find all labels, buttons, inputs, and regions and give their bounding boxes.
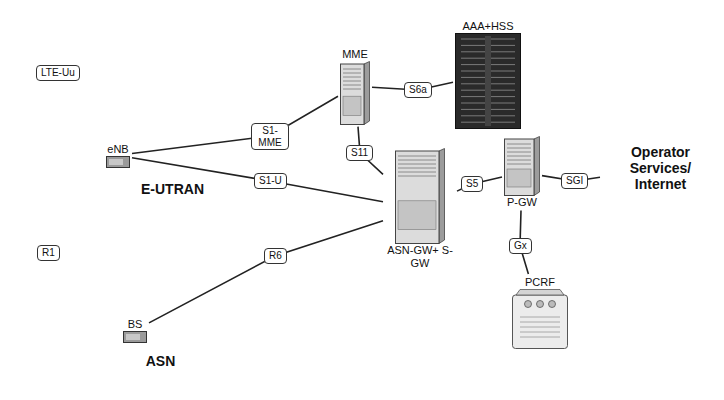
cloud-outline bbox=[78, 100, 253, 218]
node-label: AAA+HSS bbox=[462, 20, 513, 33]
cloud-outline bbox=[81, 104, 247, 213]
interface-label: R6 bbox=[264, 248, 287, 264]
srv-icon bbox=[340, 61, 370, 125]
interface-label: S1-U bbox=[254, 173, 287, 189]
interface-label: SGI bbox=[561, 173, 588, 189]
node-label: Operator Services/ Internet bbox=[619, 144, 703, 192]
node-label: BS bbox=[128, 318, 143, 331]
cloud-region: Operator Services/ Internet bbox=[600, 116, 721, 220]
cloud-outline bbox=[84, 288, 236, 376]
pcrf-icon bbox=[512, 289, 568, 349]
interface-label: S11 bbox=[346, 145, 373, 161]
policy-server: PCRF bbox=[510, 274, 570, 351]
laptop-icon bbox=[8, 140, 56, 175]
interface-link bbox=[132, 158, 383, 202]
node-label: ASN bbox=[146, 353, 176, 369]
cloud-outline bbox=[605, 120, 716, 217]
laptop-icon bbox=[8, 334, 56, 369]
base-station: eNB bbox=[104, 141, 132, 170]
interface-label: S1- MME bbox=[251, 123, 289, 150]
node-label: P-GW bbox=[507, 196, 537, 209]
node-label: eNB bbox=[107, 143, 128, 156]
server-rack: AAA+HSS bbox=[453, 18, 523, 131]
bts-icon bbox=[123, 331, 147, 343]
cloud-region: ASN BS bbox=[78, 285, 243, 380]
node-label: MME bbox=[342, 48, 368, 61]
interface-label: S5 bbox=[461, 176, 483, 192]
interface-label: Gx bbox=[509, 238, 532, 254]
interface-label: R1 bbox=[37, 245, 60, 261]
cloud-region: E-UTRAN eNB bbox=[78, 100, 253, 218]
node-label: E-UTRAN bbox=[141, 181, 204, 197]
node-label: PCRF bbox=[525, 276, 555, 289]
antenna-mast bbox=[132, 224, 138, 313]
core-network-cloud bbox=[301, 17, 602, 385]
antenna-mast bbox=[115, 38, 121, 136]
node-label: ASN-GW+ S-GW bbox=[385, 244, 455, 269]
gateway-server: P-GW bbox=[502, 134, 542, 211]
server-icon: MME bbox=[338, 46, 372, 127]
bts-icon bbox=[106, 156, 130, 168]
interface-link bbox=[457, 177, 502, 191]
interface-link bbox=[149, 221, 383, 323]
srv-icon bbox=[395, 148, 445, 244]
interface-label: S6a bbox=[404, 82, 432, 98]
gateway-server: ASN-GW+ S-GW bbox=[383, 146, 457, 271]
interface-label: LTE-Uu bbox=[36, 65, 80, 81]
base-station: BS bbox=[121, 316, 149, 345]
srv-icon bbox=[504, 136, 540, 196]
interface-link bbox=[132, 96, 338, 153]
rack-icon bbox=[455, 33, 521, 129]
